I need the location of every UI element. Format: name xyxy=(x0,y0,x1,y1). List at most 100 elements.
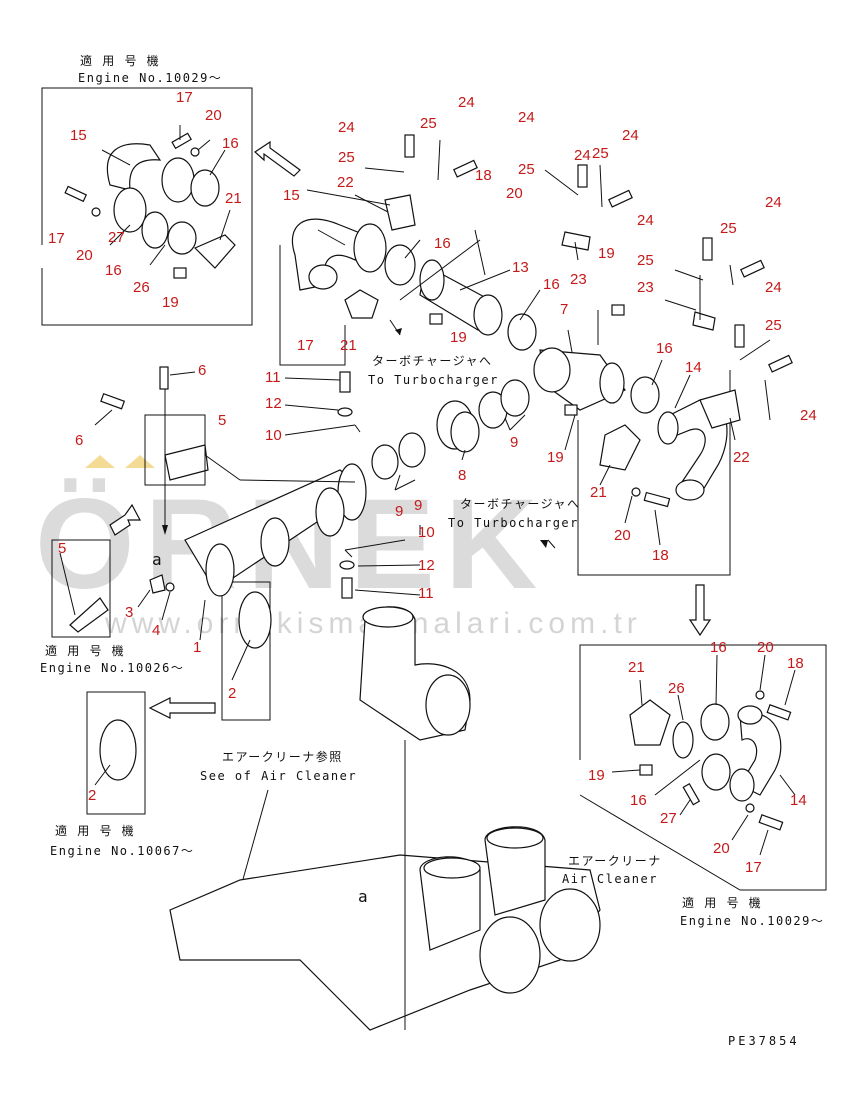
note-top-left-en: Engine No.10029～ xyxy=(78,71,222,85)
part-label: 10 xyxy=(265,427,282,444)
part-label: 24 xyxy=(518,109,535,126)
air-cleaner-lower-1-cap xyxy=(479,916,541,994)
elbow-flange xyxy=(353,223,387,273)
part-label: 21 xyxy=(340,337,357,354)
nut-19-small-r xyxy=(639,764,653,776)
part-label: 16 xyxy=(105,262,122,279)
part-label: 19 xyxy=(598,245,615,262)
detail-box-low-left xyxy=(86,691,146,815)
part-label: 9 xyxy=(414,497,422,514)
note-turbo1-en: To Turbocharger xyxy=(368,373,499,387)
part-label: 22 xyxy=(337,174,354,191)
gasket-16b-small-r xyxy=(701,753,731,791)
manifold-port-3 xyxy=(315,487,345,537)
part-label: 16 xyxy=(656,340,673,357)
part-label: 24 xyxy=(765,279,782,296)
elbow-14-outlet xyxy=(675,479,705,501)
cover-plate-5-detail xyxy=(69,597,109,633)
gasket-16b-small xyxy=(141,211,169,249)
adapter-26-small xyxy=(167,221,197,255)
washer-20b-small-r xyxy=(745,803,755,813)
callout-box-pipe xyxy=(279,245,346,366)
detail-boxes xyxy=(41,87,827,891)
part-label: 20 xyxy=(757,639,774,656)
arrow-to-mid-detail-icon xyxy=(109,503,141,536)
turbo1-arrow-head-icon xyxy=(395,328,402,335)
main-assembly xyxy=(69,134,793,781)
part-label: 14 xyxy=(685,359,702,376)
gasket-16-pipe xyxy=(507,313,537,351)
part-label: 21 xyxy=(628,659,645,676)
part-label: 4 xyxy=(152,622,160,639)
part-label: 15 xyxy=(70,127,87,144)
part-label: 16 xyxy=(434,235,451,252)
cover-plate-5 xyxy=(164,444,209,481)
turbo2-arrow-head-icon xyxy=(540,540,548,548)
arrow-head-a-icon xyxy=(162,525,168,535)
note-cleaner-ref-en: See of Air Cleaner xyxy=(200,769,357,783)
pin-27-small-r xyxy=(682,783,701,806)
bolt-24b xyxy=(577,164,588,188)
part-label: 11 xyxy=(418,585,434,602)
callout-box-right-pipe xyxy=(577,370,731,576)
shim-21-main xyxy=(344,289,379,319)
nut-19-small xyxy=(173,267,187,279)
part-label: 9 xyxy=(510,434,518,451)
detail-box-right xyxy=(579,644,827,891)
turbo2-arrow xyxy=(547,539,556,549)
part-label: 11 xyxy=(265,369,281,386)
washer-20-small-r xyxy=(755,690,765,700)
gasket-16-right xyxy=(630,376,660,414)
bolt-17-small xyxy=(171,132,192,150)
part-label: 20 xyxy=(713,840,730,857)
part-label: 6 xyxy=(75,432,83,449)
part-label: 2 xyxy=(228,685,236,702)
part-label: 26 xyxy=(133,279,150,296)
bracket-22 xyxy=(384,194,416,231)
part-label: 3 xyxy=(125,604,133,621)
note-cleaner-jp: エアークリーナ xyxy=(568,854,662,868)
bolt-24f xyxy=(608,189,633,208)
note-mid-left-en: Engine No.10026～ xyxy=(40,661,184,675)
bracket-23b xyxy=(692,311,716,331)
pipe-13-flange xyxy=(473,294,503,336)
seal-ring-9b xyxy=(500,379,530,417)
part-label: 20 xyxy=(76,247,93,264)
washer-4 xyxy=(165,582,175,592)
part-label: 25 xyxy=(518,161,535,178)
pipe-13-end xyxy=(419,259,445,301)
leader-lines xyxy=(59,125,796,856)
flange-small xyxy=(161,157,195,203)
part-label: 6 xyxy=(198,362,206,379)
part-label: 24 xyxy=(800,407,817,424)
part-label: 2 xyxy=(88,787,96,804)
part-label: 17 xyxy=(48,230,65,247)
bolt-6-upper xyxy=(159,366,169,390)
part-label: 20 xyxy=(205,107,222,124)
part-label: 27 xyxy=(660,810,677,827)
cleaner-ref-leader xyxy=(239,789,269,891)
right-detail-parts xyxy=(629,690,792,831)
elbow-14-end xyxy=(657,411,679,445)
part-label: 19 xyxy=(588,767,605,784)
part-label: 20 xyxy=(506,185,523,202)
nut-19b xyxy=(429,313,443,325)
washer-12-lower xyxy=(339,560,355,570)
arrow-to-low-detail-icon xyxy=(148,697,216,719)
part-label: 22 xyxy=(733,449,750,466)
gasket-16-small-r xyxy=(700,703,730,741)
bolt-24c xyxy=(702,237,713,261)
annotations: 適 用 号 機 Engine No.10029～ 適 用 号 機 Engine … xyxy=(40,53,823,1048)
part-label: 5 xyxy=(58,540,66,557)
part-label: 12 xyxy=(265,395,282,412)
part-label: 16 xyxy=(222,135,239,152)
bolt-24a xyxy=(404,134,415,158)
part-label: 17 xyxy=(745,859,762,876)
part-label: 14 xyxy=(790,792,807,809)
elbow-pipe-15-small xyxy=(106,143,162,191)
part-label: 18 xyxy=(787,655,804,672)
detail-box-top-left xyxy=(41,87,253,326)
part-label: 16 xyxy=(710,639,727,656)
connector-7-flange xyxy=(599,362,625,404)
washer-20-main xyxy=(631,487,641,497)
